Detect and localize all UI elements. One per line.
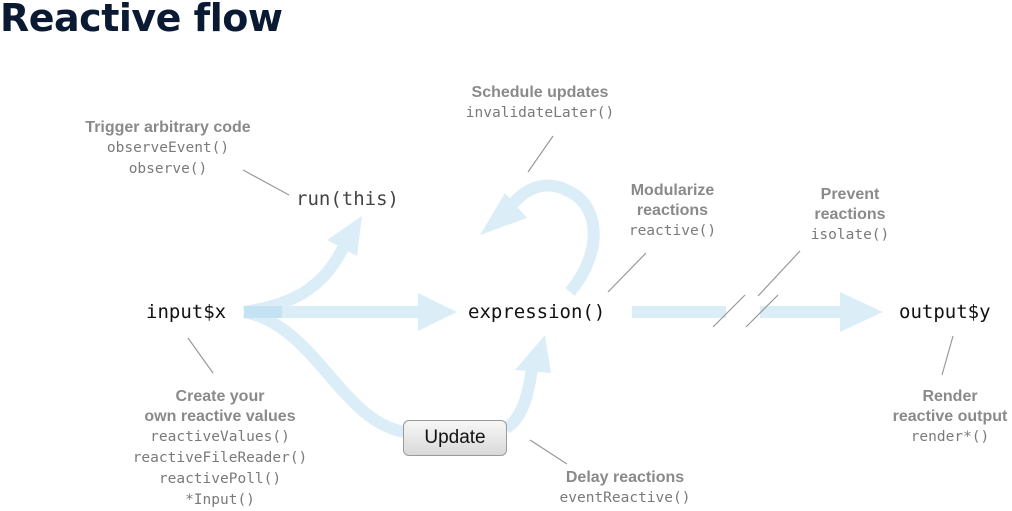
arrowhead-update-to-expression bbox=[515, 335, 551, 373]
label-render-reactive-output: Render reactive output render*() bbox=[875, 387, 1012, 448]
label-modularize-heading: Modularize bbox=[630, 182, 715, 199]
run-node: run(this) bbox=[296, 188, 399, 210]
label-trigger-heading: Trigger arbitrary code bbox=[85, 119, 251, 136]
input-node: input$x bbox=[146, 301, 227, 323]
label-modularize-heading: reactions bbox=[636, 202, 709, 219]
isolate-break-right bbox=[745, 294, 779, 328]
label-delay-reactions: Delay reactions eventReactive() bbox=[520, 468, 730, 509]
label-create-code: reactivePoll() bbox=[158, 471, 282, 487]
label-delay-heading: Delay reactions bbox=[565, 469, 685, 486]
label-trigger-code: observeEvent() bbox=[106, 140, 230, 156]
arrow-expression-loop bbox=[507, 179, 600, 296]
input-arrow-base bbox=[244, 306, 282, 318]
label-create-heading: Create your bbox=[175, 388, 265, 405]
arrowhead-loop bbox=[480, 193, 527, 235]
label-schedule-heading: Schedule updates bbox=[471, 84, 609, 101]
label-render-heading: Render bbox=[922, 388, 978, 405]
pointer-lines bbox=[187, 135, 954, 465]
pointer-render bbox=[941, 335, 954, 376]
label-render-code: render*() bbox=[910, 429, 990, 445]
pointer-schedule bbox=[527, 135, 554, 173]
arrowhead-run bbox=[327, 216, 362, 256]
label-schedule-code: invalidateLater() bbox=[465, 105, 615, 121]
expression-node: expression() bbox=[468, 301, 606, 323]
label-modularize-reactions: Modularize reactions reactive() bbox=[600, 181, 745, 242]
label-schedule-updates: Schedule updates invalidateLater() bbox=[430, 83, 650, 124]
arrow-input-to-run bbox=[243, 245, 349, 318]
label-prevent-code: isolate() bbox=[810, 227, 890, 243]
output-node: output$y bbox=[899, 301, 991, 323]
label-trigger-arbitrary-code: Trigger arbitrary code observeEvent() ob… bbox=[68, 118, 268, 180]
pointer-trigger bbox=[242, 169, 290, 196]
arrowhead-expression bbox=[418, 293, 457, 331]
label-create-reactive-values: Create your own reactive values reactive… bbox=[100, 387, 340, 511]
arrow-heads bbox=[327, 193, 883, 373]
arrow-update-to-expression bbox=[502, 367, 538, 434]
label-create-code: reactiveValues() bbox=[150, 429, 290, 445]
label-trigger-code: observe() bbox=[128, 161, 208, 177]
label-render-heading: reactive output bbox=[892, 408, 1008, 425]
isolate-break-left bbox=[712, 294, 746, 328]
label-delay-code: eventReactive() bbox=[559, 490, 691, 506]
label-modularize-code: reactive() bbox=[628, 223, 717, 239]
label-create-code: reactiveFileReader() bbox=[132, 450, 308, 466]
page-title: Reactive flow bbox=[0, 0, 283, 40]
label-prevent-heading: Prevent bbox=[820, 186, 880, 203]
update-button[interactable]: Update bbox=[403, 420, 507, 456]
label-create-heading: own reactive values bbox=[144, 408, 296, 425]
pointer-modularize bbox=[607, 252, 647, 293]
label-create-code: *Input() bbox=[185, 492, 255, 508]
arrowhead-output bbox=[840, 292, 883, 332]
label-prevent-heading: reactions bbox=[814, 206, 886, 223]
label-prevent-reactions: Prevent reactions isolate() bbox=[780, 185, 920, 246]
pointer-prevent bbox=[757, 250, 801, 297]
pointer-delay bbox=[529, 439, 568, 465]
arrow-input-to-update bbox=[242, 306, 406, 438]
pointer-create bbox=[187, 337, 214, 374]
